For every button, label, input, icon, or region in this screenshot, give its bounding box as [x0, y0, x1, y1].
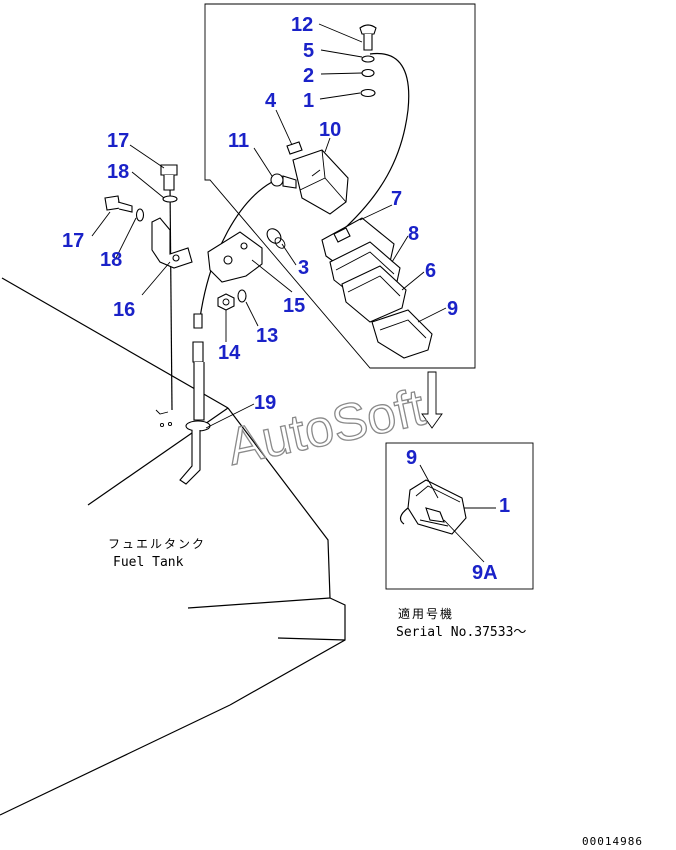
- callout-9: 9: [447, 298, 458, 320]
- washer-18-lower: [135, 208, 145, 222]
- callout-13: 13: [256, 325, 278, 347]
- detail-arrow: [421, 371, 443, 429]
- drawing-number: 00014986: [582, 835, 643, 848]
- callout-5: 5: [303, 40, 314, 62]
- serial-label-jp: 適用号機: [398, 606, 454, 621]
- callout-3: 3: [298, 257, 309, 279]
- wire-harness: [169, 52, 410, 411]
- callout-19: 19: [254, 392, 276, 414]
- washer-5: [361, 55, 375, 63]
- rim-6: [341, 265, 407, 323]
- lens-4: [286, 141, 303, 155]
- fuel-tank-label-en: Fuel Tank: [113, 555, 184, 570]
- callout-9-detail: 9: [406, 447, 417, 469]
- washer-2: [361, 68, 375, 78]
- bracket-15: [207, 231, 263, 283]
- callout-6: 6: [425, 260, 436, 282]
- callout-12: 12: [291, 14, 313, 36]
- callout-10: 10: [319, 119, 341, 141]
- bracket-16: [151, 217, 193, 269]
- callout-18-lower: 18: [100, 249, 122, 271]
- callout-18-upper: 18: [107, 161, 129, 183]
- callout-9a-detail: 9A: [472, 562, 498, 584]
- cover-9: [371, 309, 433, 359]
- washer-1: [360, 88, 376, 98]
- callout-numbers: 12 5 2 1 4 10 11 17 18 17 18 16 7 8 6 9 …: [62, 14, 510, 584]
- callout-16: 16: [113, 299, 135, 321]
- callout-14: 14: [218, 342, 241, 364]
- callout-1: 1: [303, 90, 314, 112]
- washer-13: [237, 289, 247, 303]
- leader-lines: [91, 23, 496, 563]
- detail-frame: [204, 3, 476, 369]
- callout-7: 7: [391, 188, 402, 210]
- bolt-12: [359, 24, 377, 51]
- serial-detail-frame: [385, 442, 534, 590]
- bolt-17-upper: [160, 164, 178, 191]
- callout-1-detail: 1: [499, 495, 510, 517]
- washer-18-upper: [162, 195, 178, 203]
- nut-14: [217, 293, 235, 311]
- serial-label-en: Serial No.37533～: [396, 625, 526, 640]
- callout-2: 2: [303, 65, 314, 87]
- lamp-body-10: [292, 149, 349, 215]
- callout-15: 15: [283, 295, 305, 317]
- sender-unit-19: [155, 313, 211, 485]
- callout-11: 11: [228, 130, 249, 152]
- callout-4: 4: [265, 90, 277, 112]
- connector-11: [270, 173, 297, 189]
- bolt-17-lower: [104, 195, 133, 213]
- fuel-tank-label-jp: フュエルタンク: [108, 537, 206, 551]
- callout-17-upper: 17: [107, 130, 129, 152]
- serial-lamp: [399, 479, 467, 535]
- callout-17-lower: 17: [62, 230, 84, 252]
- callout-8: 8: [408, 223, 419, 245]
